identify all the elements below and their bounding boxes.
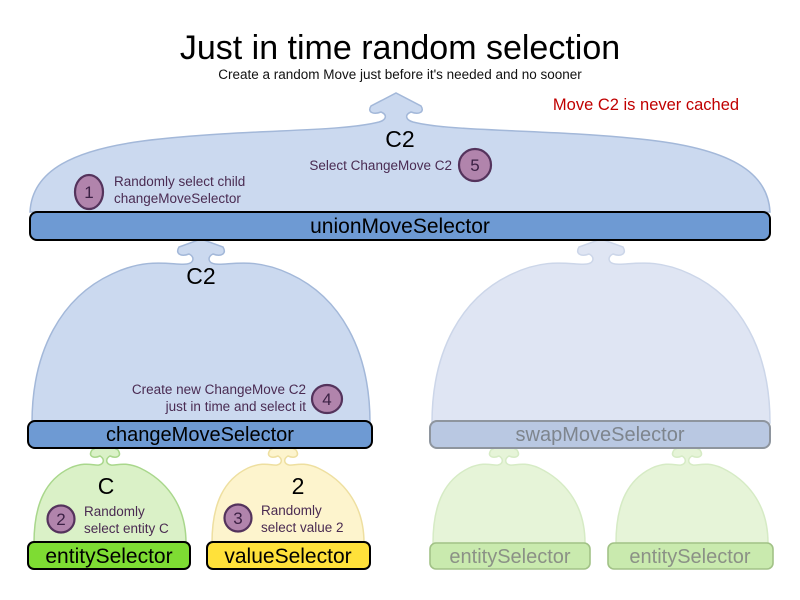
- output-labels: C2 C2 C 2: [98, 126, 415, 499]
- change-move-selector-label: changeMoveSelector: [106, 424, 294, 446]
- step-1-text-line2: changeMoveSelector: [114, 191, 241, 206]
- step-5-text-line1: Select ChangeMove C2: [309, 158, 452, 173]
- step-2-text-line1: Randomly: [84, 504, 145, 519]
- faded-entity-selector-left-bar: [429, 542, 591, 570]
- step-4-text-line1: Create new ChangeMove C2: [132, 382, 306, 397]
- faded-entity-left-funnel-shape: [432, 442, 586, 544]
- value-selector-label: valueSelector: [224, 545, 351, 568]
- step-2-circle: [46, 504, 76, 534]
- step-2: 2 Randomly select entity C: [46, 504, 169, 536]
- swap-funnel-shape: [431, 238, 771, 424]
- value-selector-bar: [206, 541, 371, 570]
- faded-entity-selector-left-label: entitySelector: [449, 546, 571, 568]
- header: Just in time random selection Create a r…: [180, 29, 739, 114]
- faded-entity-right-funnel-shape: [615, 442, 769, 544]
- union-move-selector-label: unionMoveSelector: [310, 215, 490, 238]
- value-output-label: 2: [292, 473, 305, 499]
- step-1-circle: [73, 173, 105, 211]
- page-title: Just in time random selection: [180, 29, 620, 67]
- change-move-selector-bar: [27, 420, 373, 449]
- step-5: 5 Select ChangeMove C2: [309, 147, 493, 183]
- step-3-number: 3: [233, 509, 242, 528]
- step-3-text-line2: select value 2: [261, 520, 344, 535]
- never-cached-note: Move C2 is never cached: [553, 96, 739, 114]
- page-subtitle: Create a random Move just before it's ne…: [218, 67, 582, 82]
- step-3-circle: [223, 503, 253, 533]
- step-2-number: 2: [56, 510, 65, 529]
- swap-move-selector-label: swapMoveSelector: [516, 424, 685, 446]
- step-annotations: 1 Randomly select child changeMoveSelect…: [46, 147, 493, 536]
- step-3: 3 Randomly select value 2: [223, 503, 344, 535]
- union-output-label: C2: [385, 126, 414, 152]
- entity-selector-bar: [27, 541, 191, 570]
- faded-entity-selector-right-label: entitySelector: [629, 546, 751, 568]
- entity-selector-label: entitySelector: [45, 545, 172, 568]
- union-funnel-shape: [29, 92, 771, 213]
- step-5-circle: [457, 147, 493, 183]
- step-4: 4 Create new ChangeMove C2 just in time …: [132, 382, 344, 415]
- step-1-number: 1: [84, 183, 93, 202]
- step-4-text-line2: just in time and select it: [165, 399, 307, 414]
- funnel-shapes: [29, 92, 771, 544]
- step-4-number: 4: [322, 390, 331, 409]
- step-3-text-line1: Randomly: [261, 503, 322, 518]
- selector-bars: unionMoveSelector changeMoveSelector swa…: [27, 211, 774, 570]
- entity-output-label: C: [98, 473, 115, 499]
- step-4-circle: [310, 383, 344, 415]
- swap-move-selector-bar: [429, 420, 771, 449]
- step-5-number: 5: [470, 156, 479, 175]
- step-1-text-line1: Randomly select child: [114, 174, 245, 189]
- step-1: 1 Randomly select child changeMoveSelect…: [73, 173, 245, 211]
- union-move-selector-bar: [29, 211, 771, 241]
- step-2-text-line2: select entity C: [84, 521, 169, 536]
- faded-entity-selector-right-bar: [607, 542, 774, 570]
- change-output-label: C2: [186, 263, 215, 289]
